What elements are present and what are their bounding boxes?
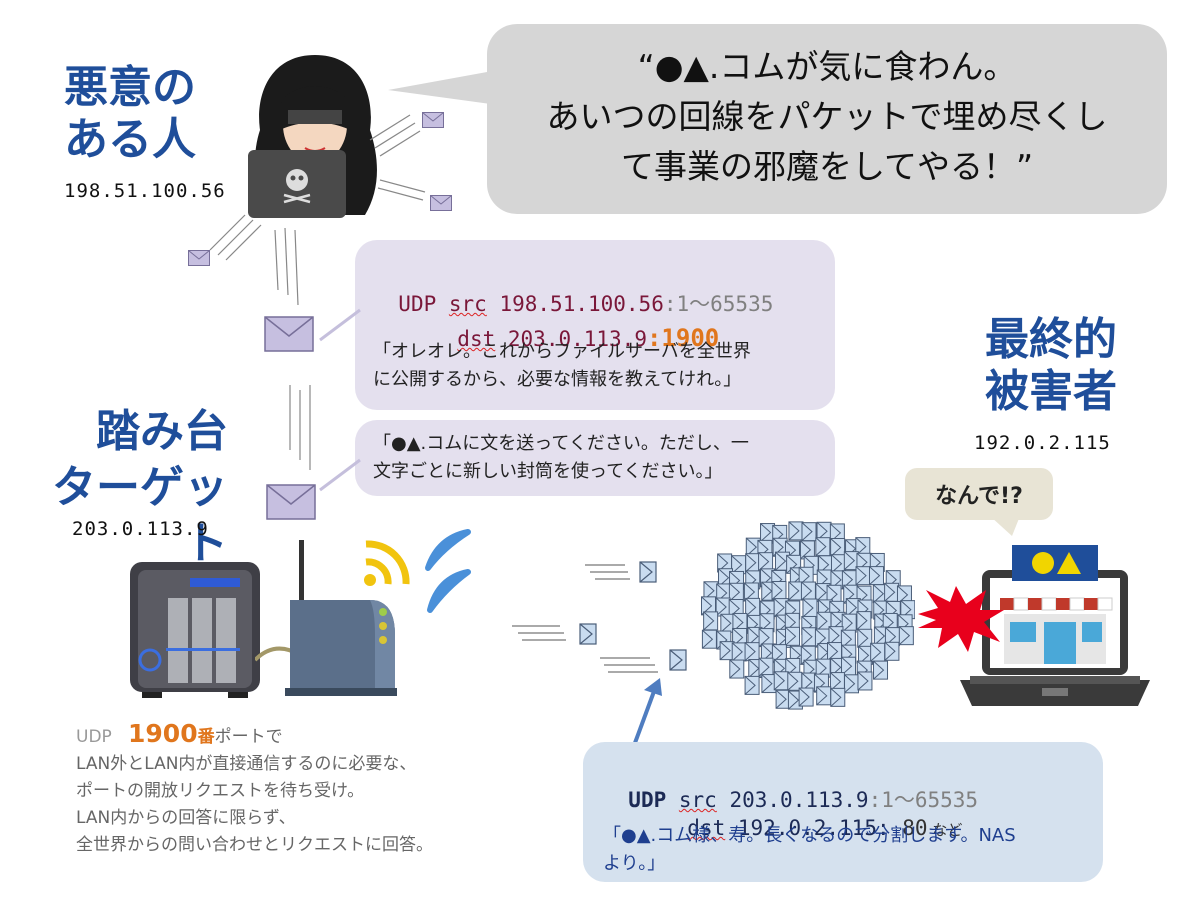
packet-envelope-icon — [885, 583, 899, 601]
request-note: 「●▲.コムに文を送ってください。ただし、一 文字ごとに新しい封筒を使ってくださ… — [373, 430, 749, 486]
packet-envelope-icon — [729, 583, 743, 601]
response-msg-line2: より。」 — [603, 850, 1016, 878]
packet-envelope-icon — [789, 582, 803, 600]
upnp-description: UDP 1900番ポートで LAN外とLAN内が直接通信するのに必要な、 ポート… — [76, 720, 433, 859]
packet-envelope-icon — [704, 612, 718, 630]
envelope-icon — [264, 316, 314, 352]
victim-title-line2: 被害者 — [985, 366, 1117, 418]
speech-line2: あいつの回線をパケットで埋め尽くし — [487, 92, 1167, 142]
request-message: 「オレオレ。これからファイルサーバを全世界 に公開するから、必要な情報を教えてけ… — [373, 338, 751, 394]
packet-stream — [500, 550, 720, 700]
packet-envelope-icon — [730, 660, 744, 678]
packet-envelope-icon — [858, 672, 872, 690]
packet-envelope-icon — [885, 642, 899, 660]
nas-icon — [128, 560, 264, 700]
packet-envelope-icon — [869, 567, 883, 585]
speech-bubble-tail — [388, 60, 498, 110]
packet-envelope-icon — [831, 555, 845, 573]
attacker-title: 悪意の ある人 — [64, 62, 196, 166]
upnp-port-suffix: 番 — [198, 727, 215, 747]
packet-envelope-icon — [828, 643, 842, 661]
packet-envelope-icon — [746, 554, 760, 572]
packet-envelope-icon — [802, 523, 816, 541]
packet-envelope-icon — [772, 582, 786, 600]
speech-text: “●▲.コムが気に食わん。 あいつの回線をパケットで埋め尽くし て事業の邪魔をし… — [487, 42, 1167, 192]
stepping-stone-title-line1: 踏み台 — [28, 404, 228, 460]
packet-envelope-icon — [801, 582, 815, 600]
upnp-desc-line3: ポートの開放リクエストを待ち受け。 — [76, 778, 433, 805]
request-msg-line2: に公開するから、必要な情報を教えてけれ。」 — [373, 366, 751, 394]
packet-envelope-icon — [745, 643, 759, 661]
packet-envelope-icon — [802, 628, 816, 646]
packet-envelope-icon — [774, 672, 788, 690]
upnp-line1-tail: ポートで — [215, 727, 283, 747]
upnp-desc-line1: UDP 1900番ポートで — [76, 720, 433, 751]
attacker-title-line2: ある人 — [64, 114, 196, 166]
wifi-icon — [358, 530, 418, 590]
request-note-line1: 「●▲.コムに文を送ってください。ただし、一 — [373, 430, 749, 458]
packet-envelope-icon — [803, 599, 817, 617]
response-message: 「●▲.コム様、寿。長くなるので分割します。NAS より。」 — [603, 822, 1016, 878]
packet-envelope-icon — [817, 687, 831, 705]
request-msg-line1: 「オレオレ。これからファイルサーバを全世界 — [373, 338, 751, 366]
explosion-icon — [912, 584, 1008, 654]
packet-envelope-icon — [716, 598, 730, 616]
upnp-desc-line5: 全世界からの問い合わせとリクエストに回答。 — [76, 832, 433, 859]
upnp-desc-line2: LAN外とLAN内が直接通信するのに必要な、 — [76, 751, 433, 778]
stepping-stone-ip: 203.0.113.9 — [72, 518, 209, 540]
packet-flood — [700, 520, 915, 710]
stepping-stone-title: 踏み台 ターゲット — [28, 404, 228, 572]
upnp-desc-line4: LAN内からの回答に限らず、 — [76, 805, 433, 832]
packet-envelope-icon — [842, 614, 856, 632]
stepping-stone-title-line2: ターゲット — [28, 460, 228, 572]
packet-envelope-icon — [759, 553, 773, 571]
packet-envelope-icon — [858, 629, 872, 647]
packet-envelope-icon — [759, 658, 773, 676]
speech-line3: て事業の邪魔をしてやる！” — [487, 142, 1167, 192]
packet-envelope-icon — [816, 538, 830, 556]
packet-envelope-icon — [702, 630, 716, 648]
response-proto: UDP — [628, 788, 666, 812]
victim-title-line1: 最終的 — [985, 314, 1117, 366]
victim-ip: 192.0.2.115 — [974, 432, 1111, 454]
packet-envelope-icon — [856, 567, 870, 585]
request-note-line2: 文字ごとに新しい封筒を使ってください。」 — [373, 458, 749, 486]
victim-bubble-tail — [990, 516, 1020, 536]
victim-title: 最終的 被害者 — [985, 314, 1117, 418]
packet-envelope-icon — [732, 643, 746, 661]
attacker-title-line1: 悪意の — [64, 62, 196, 114]
victim-bubble-text: なんで!? — [905, 478, 1053, 510]
response-msg-line1: 「●▲.コム様、寿。長くなるので分割します。NAS — [603, 822, 1016, 850]
packet-envelope-icon — [831, 688, 845, 706]
request-proto: UDP — [398, 292, 436, 316]
packet-envelope-icon — [786, 627, 800, 645]
packet-envelope-icon — [845, 675, 859, 693]
packet-envelope-icon — [789, 522, 803, 540]
packet-envelope-icon — [746, 598, 760, 616]
packet-envelope-icon — [871, 643, 885, 661]
envelope-icon — [266, 484, 316, 520]
speech-line1: “●▲.コムが気に食わん。 — [487, 42, 1167, 92]
packet-envelope-icon — [857, 612, 871, 630]
packet-envelope-icon — [874, 661, 888, 679]
upnp-port: 1900 — [128, 719, 198, 748]
motion-lines — [280, 380, 320, 480]
upnp-proto: UDP — [76, 727, 112, 747]
packet-envelope-icon — [799, 688, 813, 706]
packet-envelope-icon — [745, 676, 759, 694]
packet-envelope-icon — [831, 539, 845, 557]
gust-icon — [418, 528, 478, 618]
